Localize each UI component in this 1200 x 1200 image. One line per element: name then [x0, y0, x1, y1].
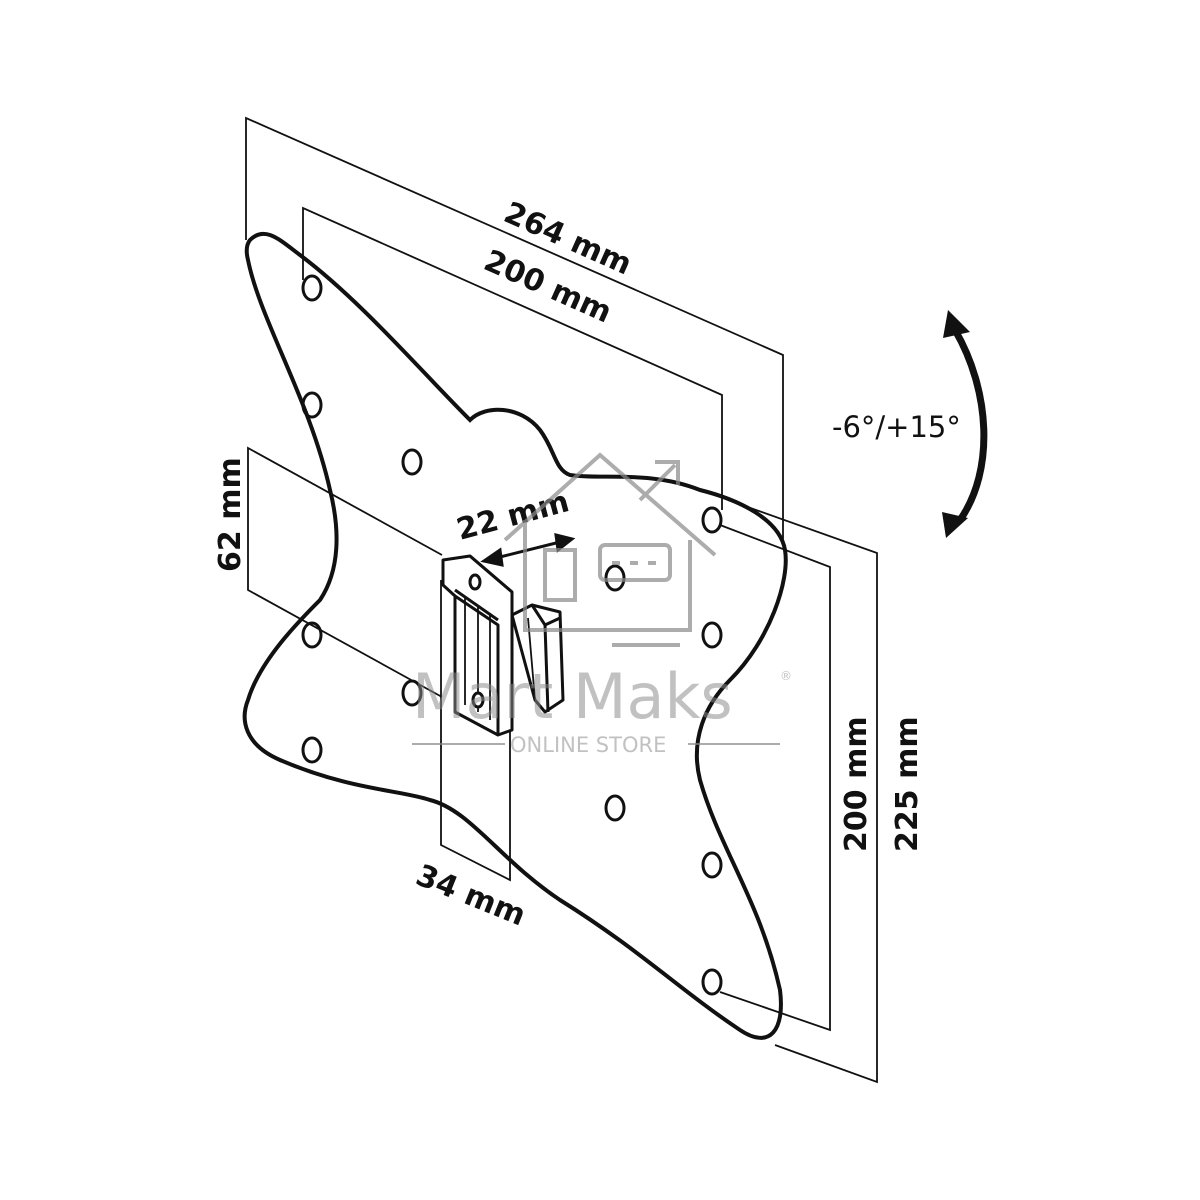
- house-logo-icon: [503, 452, 717, 647]
- mounting-hole: [604, 794, 626, 822]
- arrowhead-down-icon: [942, 512, 968, 538]
- plate-outline: [242, 231, 788, 1040]
- mounting-hole: [401, 448, 423, 476]
- label-34-mm: 34 mm: [411, 858, 530, 933]
- dimension-34-frame: [440, 580, 511, 882]
- dimension-200-top-frame: [302, 206, 723, 510]
- mounting-hole: [301, 621, 323, 649]
- arrowhead-up-icon: [943, 310, 970, 338]
- label-200-mm-right: 200 mm: [839, 716, 874, 852]
- dimension-lines: [245, 116, 878, 1084]
- tilt-arrow: [942, 310, 988, 538]
- mounting-hole: [301, 274, 323, 302]
- mounting-hole: [701, 506, 723, 534]
- dimension-200-right-frame: [719, 524, 831, 1032]
- watermark-registered: ®: [780, 669, 792, 683]
- label-tilt: -6°/+15°: [832, 410, 961, 444]
- mounting-hole: [301, 736, 323, 764]
- watermark: Mart Maks ® ONLINE STORE: [412, 452, 792, 757]
- mounting-hole: [701, 851, 723, 879]
- mounting-hole: [301, 391, 323, 419]
- mounting-hole: [701, 621, 723, 649]
- dimension-225-frame: [727, 499, 878, 1084]
- watermark-brand: Mart Maks: [412, 660, 733, 733]
- dimension-62-frame: [247, 446, 443, 698]
- label-225-mm: 225 mm: [890, 716, 925, 852]
- mounting-hole: [701, 968, 723, 996]
- label-62-mm: 62 mm: [213, 457, 248, 572]
- depth-arrow: [480, 533, 576, 567]
- dimension-264-frame: [245, 116, 784, 545]
- watermark-tagline: ONLINE STORE: [510, 733, 666, 757]
